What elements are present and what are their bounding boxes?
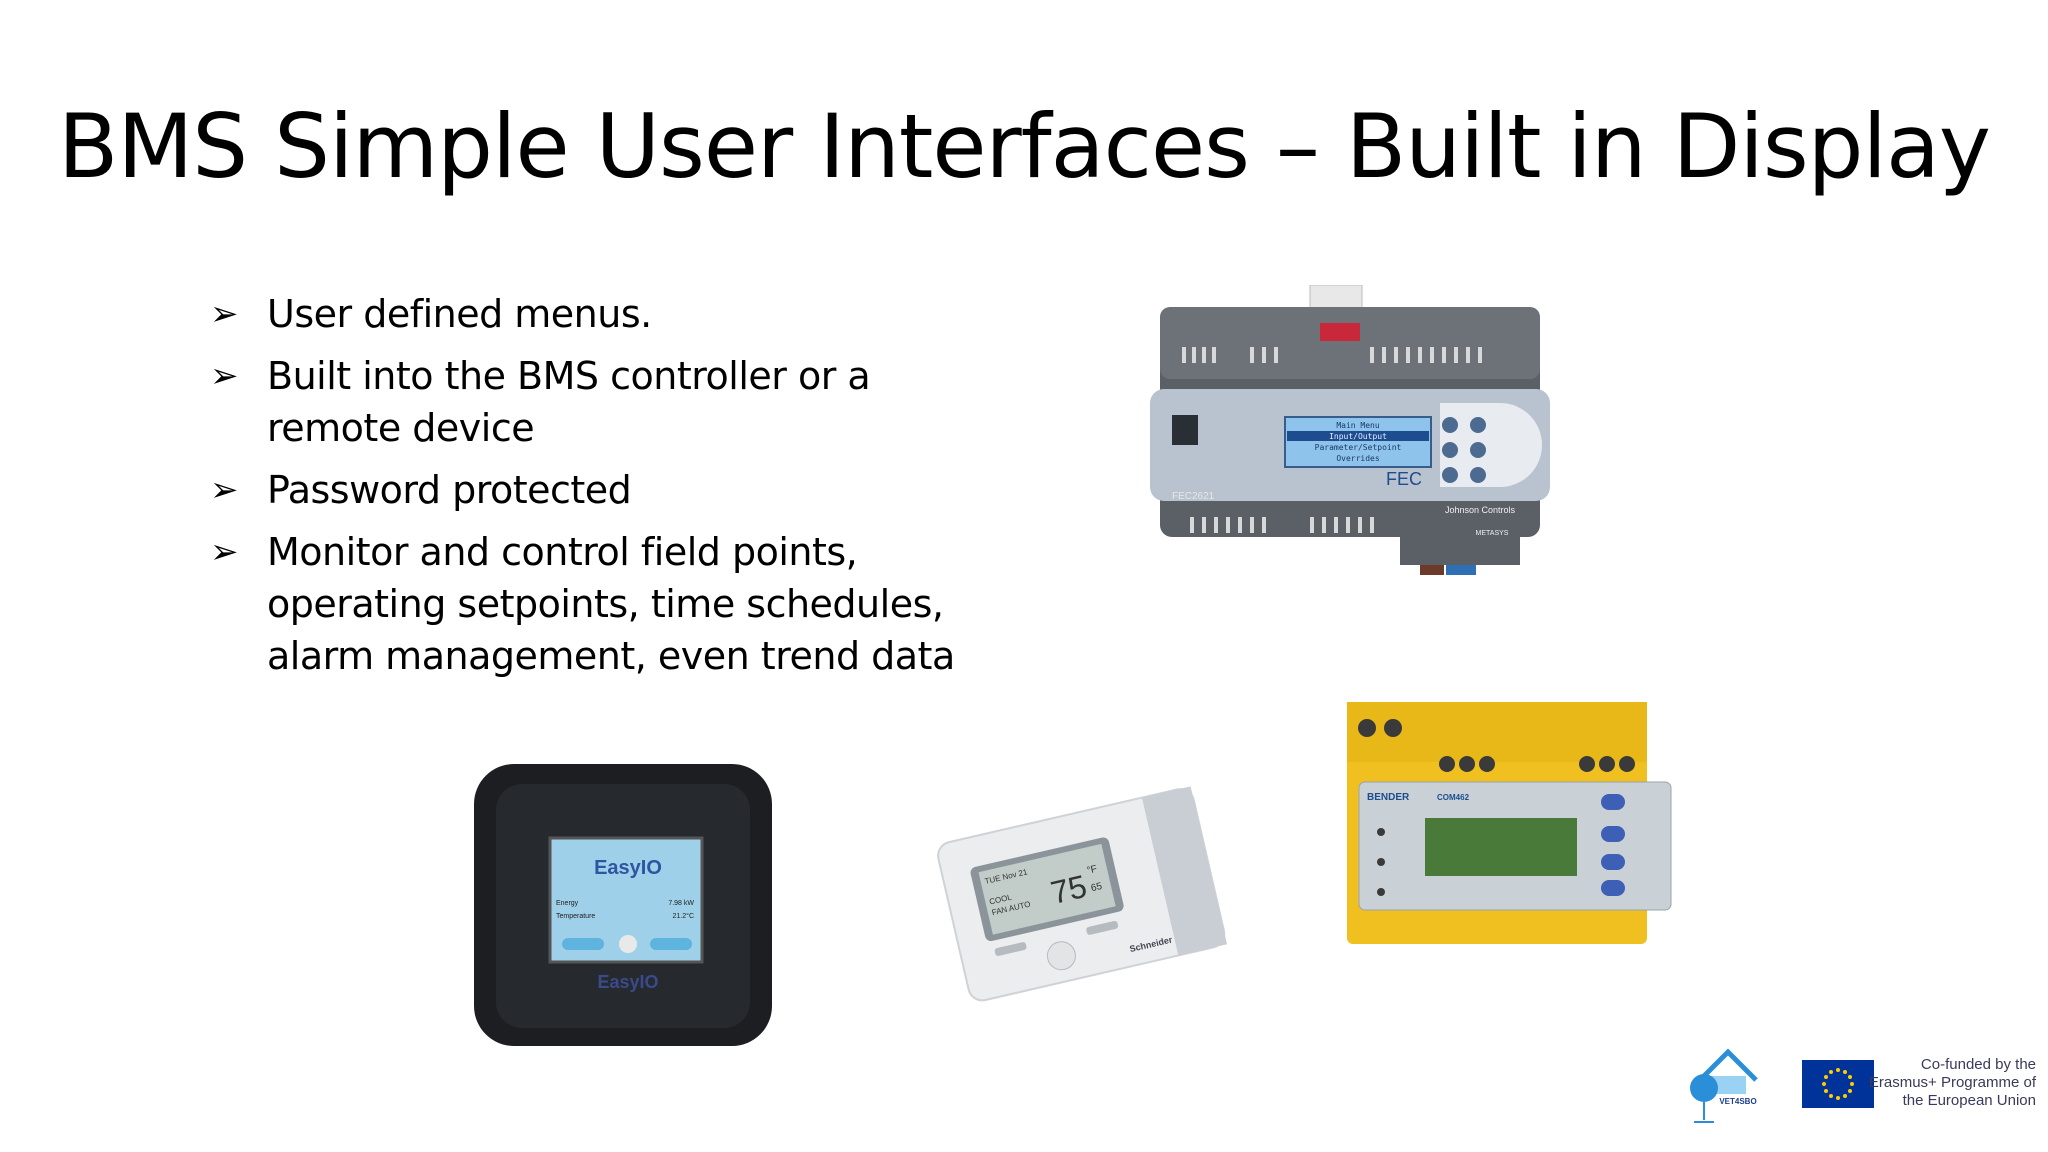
fec-badge: FEC [1386, 469, 1422, 489]
easyio-panel-image: EasyIO Energy 7.98 kW Temperature 21.2°C… [474, 764, 772, 1046]
bullet-item: ➢User defined menus. [210, 288, 970, 340]
fec-subbrand: METASYS [1476, 530, 1509, 537]
vet4sbo-logo-text: VET4SBO [1719, 1097, 1756, 1106]
arrow-bullet-icon: ➢ [210, 294, 239, 334]
eu-flag-icon [1802, 1060, 1874, 1108]
thermostat-temperature: 75 [1047, 868, 1090, 911]
fec-brand: Johnson Controls [1445, 505, 1516, 515]
bullet-item: ➢Monitor and control field points, opera… [210, 526, 970, 682]
easyio-row-value: 7.98 kW [668, 900, 694, 907]
bender-brand: BENDER [1367, 792, 1410, 803]
vet4sbo-logo: VET4SBO [1690, 1048, 1758, 1123]
bender-module-image: BENDER COM462 [1347, 702, 1672, 944]
fec-controller-image: Main Menu Input/Output Parameter/Setpoin… [1150, 285, 1550, 575]
thermostat-unit: °F [1086, 864, 1098, 877]
fec-model: FEC2621 [1172, 491, 1215, 502]
bullet-item: ➢Password protected [210, 464, 970, 516]
thermostat-setpoint: 65 [1090, 881, 1104, 894]
bullet-item: ➢Built into the BMS controller or a remo… [210, 350, 970, 454]
schneider-thermostat-image: TUE Nov 21 COOL FAN AUTO 75 °F 65 Schnei… [937, 786, 1228, 1002]
fec-screen-line: Input/Output [1329, 432, 1387, 441]
fec-screen-line: Overrides [1336, 454, 1380, 463]
eu-funding-text: Co-funded by the Erasmus+ Programme of t… [1868, 1056, 2036, 1109]
easyio-row-label: Energy [556, 900, 579, 907]
bender-model: COM462 [1437, 793, 1470, 802]
slide-title: BMS Simple User Interfaces – Built in Di… [58, 95, 1991, 198]
arrow-bullet-icon: ➢ [210, 532, 239, 572]
bullet-list: ➢User defined menus. ➢Built into the BMS… [210, 288, 970, 692]
easyio-bezel-logo: EasyIO [597, 972, 658, 992]
easyio-row-value: 21.2°C [673, 912, 694, 920]
fec-screen-line: Main Menu [1336, 421, 1380, 430]
arrow-bullet-icon: ➢ [210, 470, 239, 510]
fec-screen-line: Parameter/Setpoint [1315, 443, 1402, 452]
easyio-row-label: Temperature [556, 913, 595, 920]
easyio-screen-logo: EasyIO [594, 857, 662, 879]
arrow-bullet-icon: ➢ [210, 356, 239, 396]
